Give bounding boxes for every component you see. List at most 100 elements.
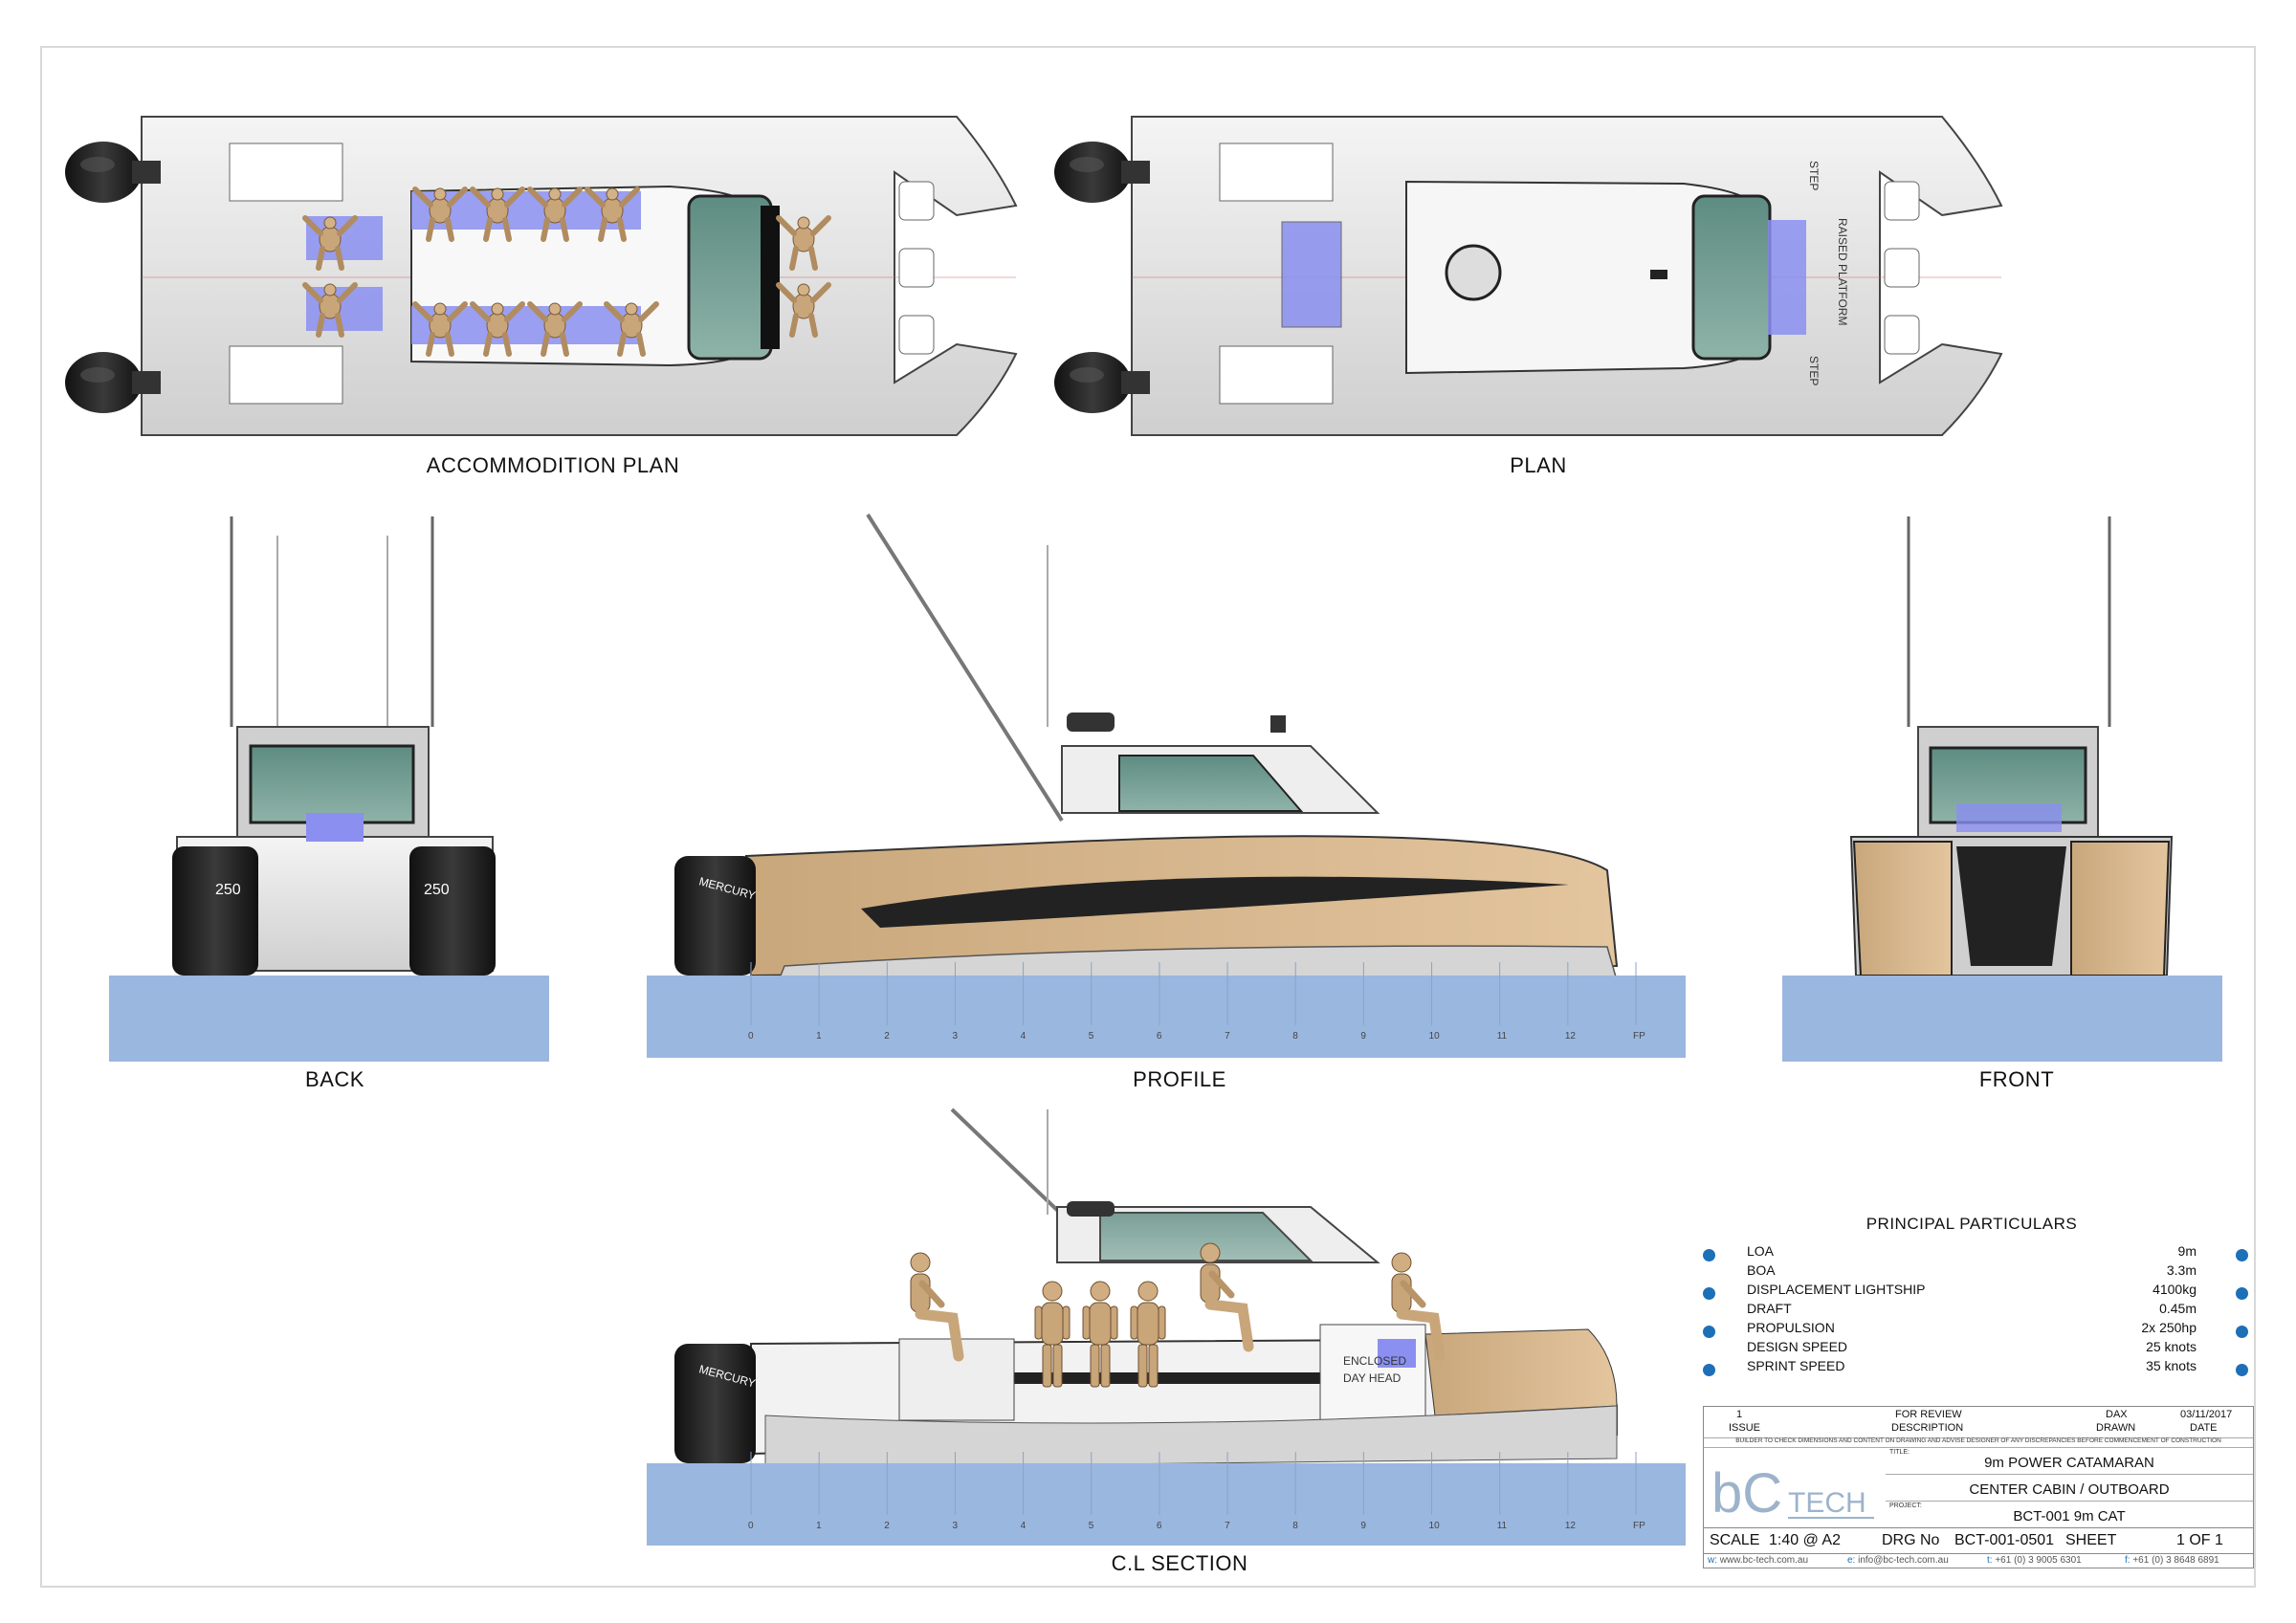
title-field-1: TITLE: 9m POWER CATAMARAN	[1886, 1447, 2253, 1475]
email-link[interactable]: info@bc-tech.com.au	[1858, 1555, 1949, 1566]
station-tick-label: 12	[1565, 1031, 1577, 1042]
particular-value: 2x 250hp	[2141, 1320, 2197, 1335]
title-key: TITLE:	[1889, 1449, 1910, 1456]
particular-value: 9m	[2177, 1243, 2197, 1259]
title-line1: 9m POWER CATAMARAN	[1984, 1455, 2154, 1471]
drawing-border	[40, 46, 2256, 1588]
station-tick-label: 9	[1360, 1031, 1366, 1042]
hdr-issue: ISSUE	[1729, 1422, 1761, 1434]
cl-section-view: ENCLOSED DAY HEAD MERCURY	[647, 1108, 1686, 1546]
bullet-dot-icon	[1703, 1249, 1715, 1261]
enclosed-label-line2: DAY HEAD	[1343, 1371, 1402, 1385]
station-tick-label: 11	[1497, 1521, 1508, 1531]
station-tick-label: 5	[1089, 1031, 1094, 1042]
builder-warning: BUILDER TO CHECK DIMENSIONS AND CONTENT …	[1704, 1437, 2253, 1448]
revision-row: 1 FOR REVIEW DAX 03/11/2017 ISSUE DESCRI…	[1704, 1407, 2253, 1438]
particular-name: BOA	[1747, 1262, 1776, 1278]
bullet-dot-icon	[2236, 1249, 2248, 1261]
station-tick-label: 10	[1429, 1521, 1441, 1531]
bullet-dot-icon	[2236, 1287, 2248, 1300]
particular-row: DISPLACEMENT LIGHTSHIP 4100kg	[1689, 1280, 2254, 1300]
rev-issue: 1	[1736, 1409, 1743, 1420]
scale-value: 1:40 @ A2	[1769, 1532, 1841, 1548]
plan-view: STEP STEP RAISED PLATFORM	[1054, 116, 2003, 436]
profile-label: PROFILE	[1133, 1067, 1226, 1091]
accommodation-plan-label: ACCOMMODITION PLAN	[426, 453, 680, 477]
project-value: BCT-001 9m CAT	[2013, 1508, 2126, 1524]
station-tick-label: 3	[952, 1521, 958, 1531]
bullet-dot-icon	[1703, 1326, 1715, 1338]
station-tick-label: 4	[1021, 1031, 1027, 1042]
bullet-dot-icon	[2236, 1326, 2248, 1338]
title-line2: CENTER CABIN / OUTBOARD	[1969, 1481, 2170, 1498]
station-tick-label: 6	[1157, 1031, 1162, 1042]
particular-name: DISPLACEMENT LIGHTSHIP	[1747, 1282, 1926, 1297]
project-key: PROJECT:	[1889, 1502, 1922, 1509]
particular-row: BOA 3.3m	[1689, 1261, 2254, 1280]
rev-description: FOR REVIEW	[1895, 1409, 1962, 1420]
email-key: e:	[1847, 1555, 1856, 1566]
station-tick-label: 11	[1497, 1031, 1508, 1042]
particular-row: DESIGN SPEED 25 knots	[1689, 1337, 2254, 1356]
station-tick-label: FP	[1633, 1031, 1645, 1042]
particular-row: DRAFT 0.45m	[1689, 1299, 2254, 1318]
station-tick-label: 8	[1292, 1521, 1298, 1531]
station-tick-label: 1	[816, 1521, 822, 1531]
drg-value: BCT-001-0501	[1954, 1532, 2055, 1548]
station-tick-label: 7	[1225, 1031, 1230, 1042]
particular-row: PROPULSION 2x 250hp	[1689, 1318, 2254, 1338]
hdr-description: DESCRIPTION	[1891, 1422, 1964, 1434]
station-tick-label: 4	[1021, 1521, 1027, 1531]
particular-name: PROPULSION	[1747, 1320, 1835, 1335]
plan-label: PLAN	[1510, 453, 1567, 477]
bullet-dot-icon	[1703, 1364, 1715, 1376]
step-label-bottom: STEP	[1807, 356, 1821, 385]
hdr-drawn: DRAWN	[2096, 1422, 2136, 1434]
fax-value: +61 (0) 3 8648 6891	[2132, 1555, 2219, 1566]
particular-value: 0.45m	[2159, 1301, 2197, 1316]
drg-key: DRG No	[1882, 1532, 1940, 1548]
title-field-2: CENTER CABIN / OUTBOARD	[1886, 1474, 2253, 1502]
logo-bc: bC	[1711, 1462, 1782, 1524]
step-label-top: STEP	[1807, 161, 1821, 190]
scale-key: SCALE	[1710, 1532, 1760, 1548]
station-tick-label: 3	[952, 1031, 958, 1042]
station-tick-label: 5	[1089, 1521, 1094, 1531]
station-tick-label: 6	[1157, 1521, 1162, 1531]
back-label: BACK	[305, 1067, 364, 1091]
particular-value: 35 knots	[2146, 1358, 2197, 1373]
particular-name: DRAFT	[1747, 1301, 1792, 1316]
title-block: 1 FOR REVIEW DAX 03/11/2017 ISSUE DESCRI…	[1703, 1406, 2254, 1568]
sheet-key: SHEET	[2065, 1532, 2117, 1548]
station-tick-label: 12	[1565, 1521, 1577, 1531]
project-field: PROJECT: BCT-001 9m CAT	[1886, 1501, 2253, 1527]
particular-value: 4100kg	[2152, 1282, 2197, 1297]
particular-name: DESIGN SPEED	[1747, 1339, 1848, 1354]
rev-date: 03/11/2017	[2180, 1409, 2233, 1420]
station-tick-label: 0	[748, 1521, 754, 1531]
engine-hp-mark-left: 250	[215, 882, 241, 898]
logo-tech: TECH	[1788, 1487, 1866, 1519]
contact-row: w: www.bc-tech.com.au e: info@bc-tech.co…	[1704, 1552, 2253, 1569]
particular-value: 3.3m	[2166, 1262, 2197, 1278]
particular-value: 25 knots	[2146, 1339, 2197, 1354]
profile-view: MERCURY	[647, 513, 1686, 1058]
back-view: 250 250	[109, 516, 549, 1062]
station-tick-label: 7	[1225, 1521, 1230, 1531]
raised-platform-label: RAISED PLATFORM	[1836, 218, 1849, 325]
cl-section-label: C.L SECTION	[1111, 1551, 1248, 1575]
tel-key: t:	[1987, 1555, 1993, 1566]
web-link[interactable]: www.bc-tech.com.au	[1719, 1555, 1809, 1566]
bullet-dot-icon	[1703, 1287, 1715, 1300]
particulars-title: PRINCIPAL PARTICULARS	[1866, 1215, 2078, 1233]
scale-drg-row: SCALE 1:40 @ A2 DRG No BCT-001-0501 SHEE…	[1704, 1527, 2253, 1554]
station-tick-label: 10	[1429, 1031, 1441, 1042]
enclosed-label-line1: ENCLOSED	[1343, 1354, 1406, 1368]
rev-drawn: DAX	[2106, 1409, 2128, 1420]
station-tick-label: FP	[1633, 1521, 1645, 1531]
